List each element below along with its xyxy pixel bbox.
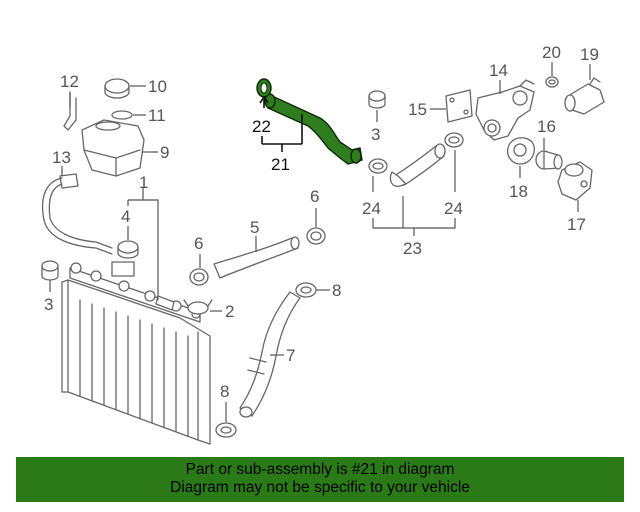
gasket-highlighted	[256, 78, 272, 108]
reservoir-tank	[81, 119, 158, 177]
callout-22: 22	[252, 117, 271, 136]
callout-8: 8	[220, 382, 229, 401]
callout-8: 8	[332, 281, 341, 300]
o-ring	[111, 110, 146, 120]
bypass-hose	[389, 143, 446, 187]
drain-plug-left	[41, 260, 59, 292]
water-outlet	[557, 161, 593, 212]
hose-clamp-8-lower	[215, 402, 237, 438]
callout-6: 6	[310, 187, 319, 206]
callout-5: 5	[250, 218, 259, 237]
callout-21: 21	[271, 155, 290, 174]
leader-23	[372, 196, 456, 236]
part-info-banner: Part or sub-assembly is #21 in diagram D…	[16, 457, 624, 502]
hose-clamp-6-left	[189, 254, 209, 286]
drain-plug-right	[368, 90, 386, 122]
callout-12: 12	[60, 72, 79, 91]
banner-line-disclaimer: Diagram may not be specific to your vehi…	[170, 479, 470, 496]
callout-15: 15	[408, 100, 427, 119]
gasket-18	[506, 137, 535, 178]
temperature-sensor	[564, 64, 605, 115]
callout-24: 24	[444, 199, 463, 218]
radiator-cap	[117, 226, 139, 259]
hose-clamp-2	[183, 299, 222, 315]
callout-18: 18	[509, 182, 528, 201]
callout-24: 24	[362, 199, 381, 218]
thermostat	[535, 138, 563, 170]
callout-13: 13	[52, 148, 71, 167]
callout-3: 3	[44, 295, 53, 314]
reservoir-cap	[104, 78, 146, 99]
hose-clamp-6-right	[306, 208, 326, 245]
callout-9: 9	[160, 143, 169, 162]
callout-17: 17	[567, 215, 586, 234]
banner-line-part: Part or sub-assembly is #21 in diagram	[185, 461, 455, 478]
lower-radiator-hose	[239, 291, 301, 418]
thermostat-housing	[475, 79, 535, 141]
bracket	[63, 91, 77, 131]
callout-14: 14	[489, 61, 508, 80]
callout-16: 16	[537, 117, 556, 136]
gasket-15	[430, 89, 473, 123]
upper-radiator-hose	[213, 236, 300, 279]
hose-clamp-24-right	[444, 132, 464, 192]
callout-1: 1	[139, 173, 148, 192]
water-pipe-highlighted	[264, 93, 363, 165]
radiator	[61, 261, 211, 445]
callout-10: 10	[148, 77, 167, 96]
leader-21	[261, 114, 303, 152]
parts-diagram: 1 2 3 3 4 5 6 6 7 8 8 9 10 11 12 13 14 1…	[41, 43, 605, 445]
callout-2: 2	[225, 302, 234, 321]
washer-20	[545, 62, 559, 88]
callout-19: 19	[580, 45, 599, 64]
callout-6: 6	[194, 234, 203, 253]
leader-1	[127, 188, 159, 300]
callout-3: 3	[371, 125, 380, 144]
hose-clamp-8-upper	[295, 282, 330, 298]
callout-23: 23	[403, 239, 422, 258]
hose-clamp-24-left	[368, 158, 388, 192]
callout-4: 4	[121, 207, 130, 226]
callout-20: 20	[542, 43, 561, 62]
callout-7: 7	[286, 346, 295, 365]
callout-11: 11	[148, 106, 166, 125]
overflow-hose	[41, 166, 113, 255]
